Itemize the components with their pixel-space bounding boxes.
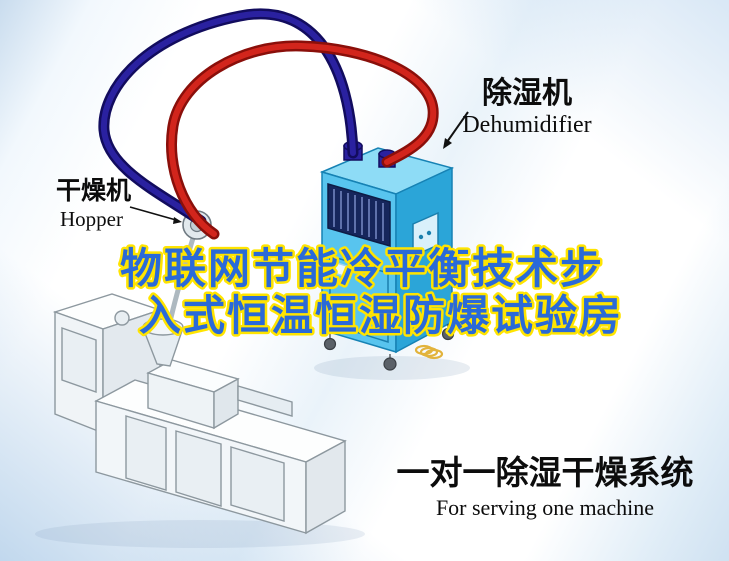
panel-button [426,230,432,236]
door-panel [230,446,285,522]
dryer-pointer [129,206,182,224]
door-panel [175,430,222,507]
dry-air-pipe [168,42,437,237]
return-air-pipe [100,11,356,224]
vent-grille [327,183,391,247]
dehumidifier-label-en: Dehumidifier [462,112,591,138]
door-panel [125,415,167,491]
hopper-mouth [142,318,184,336]
body-end [305,439,346,535]
system-caption-en: For serving one machine [436,495,654,520]
dryer-duct [167,237,196,323]
door-sticker [333,260,351,280]
headline-line2: 入式恒温恒湿防爆试验房 [139,292,623,339]
dehumidifier-unit [319,140,455,371]
dryer-label-en: Hopper [60,207,123,231]
top-box-side [213,377,239,430]
machine-shadow [35,520,365,548]
barrel [237,385,293,417]
system-caption-cn: 一对一除湿干燥系统 [397,454,694,491]
extruder-machine [52,210,347,535]
motor-cap [114,310,130,326]
dryer-label-cn: 干燥机 [56,177,131,205]
casters [323,324,455,371]
service-door [329,254,389,344]
dehumidifier-label-cn: 除湿机 [482,76,572,110]
control-panel [412,211,439,258]
dehumidifier-pointer [443,111,469,149]
cabinet-panel [61,327,97,393]
panel-button [418,234,424,240]
headline-line1: 物联网节能冷平衡技术步 [120,245,604,292]
power-cable-coil [414,344,444,360]
vent-slats [333,189,384,241]
